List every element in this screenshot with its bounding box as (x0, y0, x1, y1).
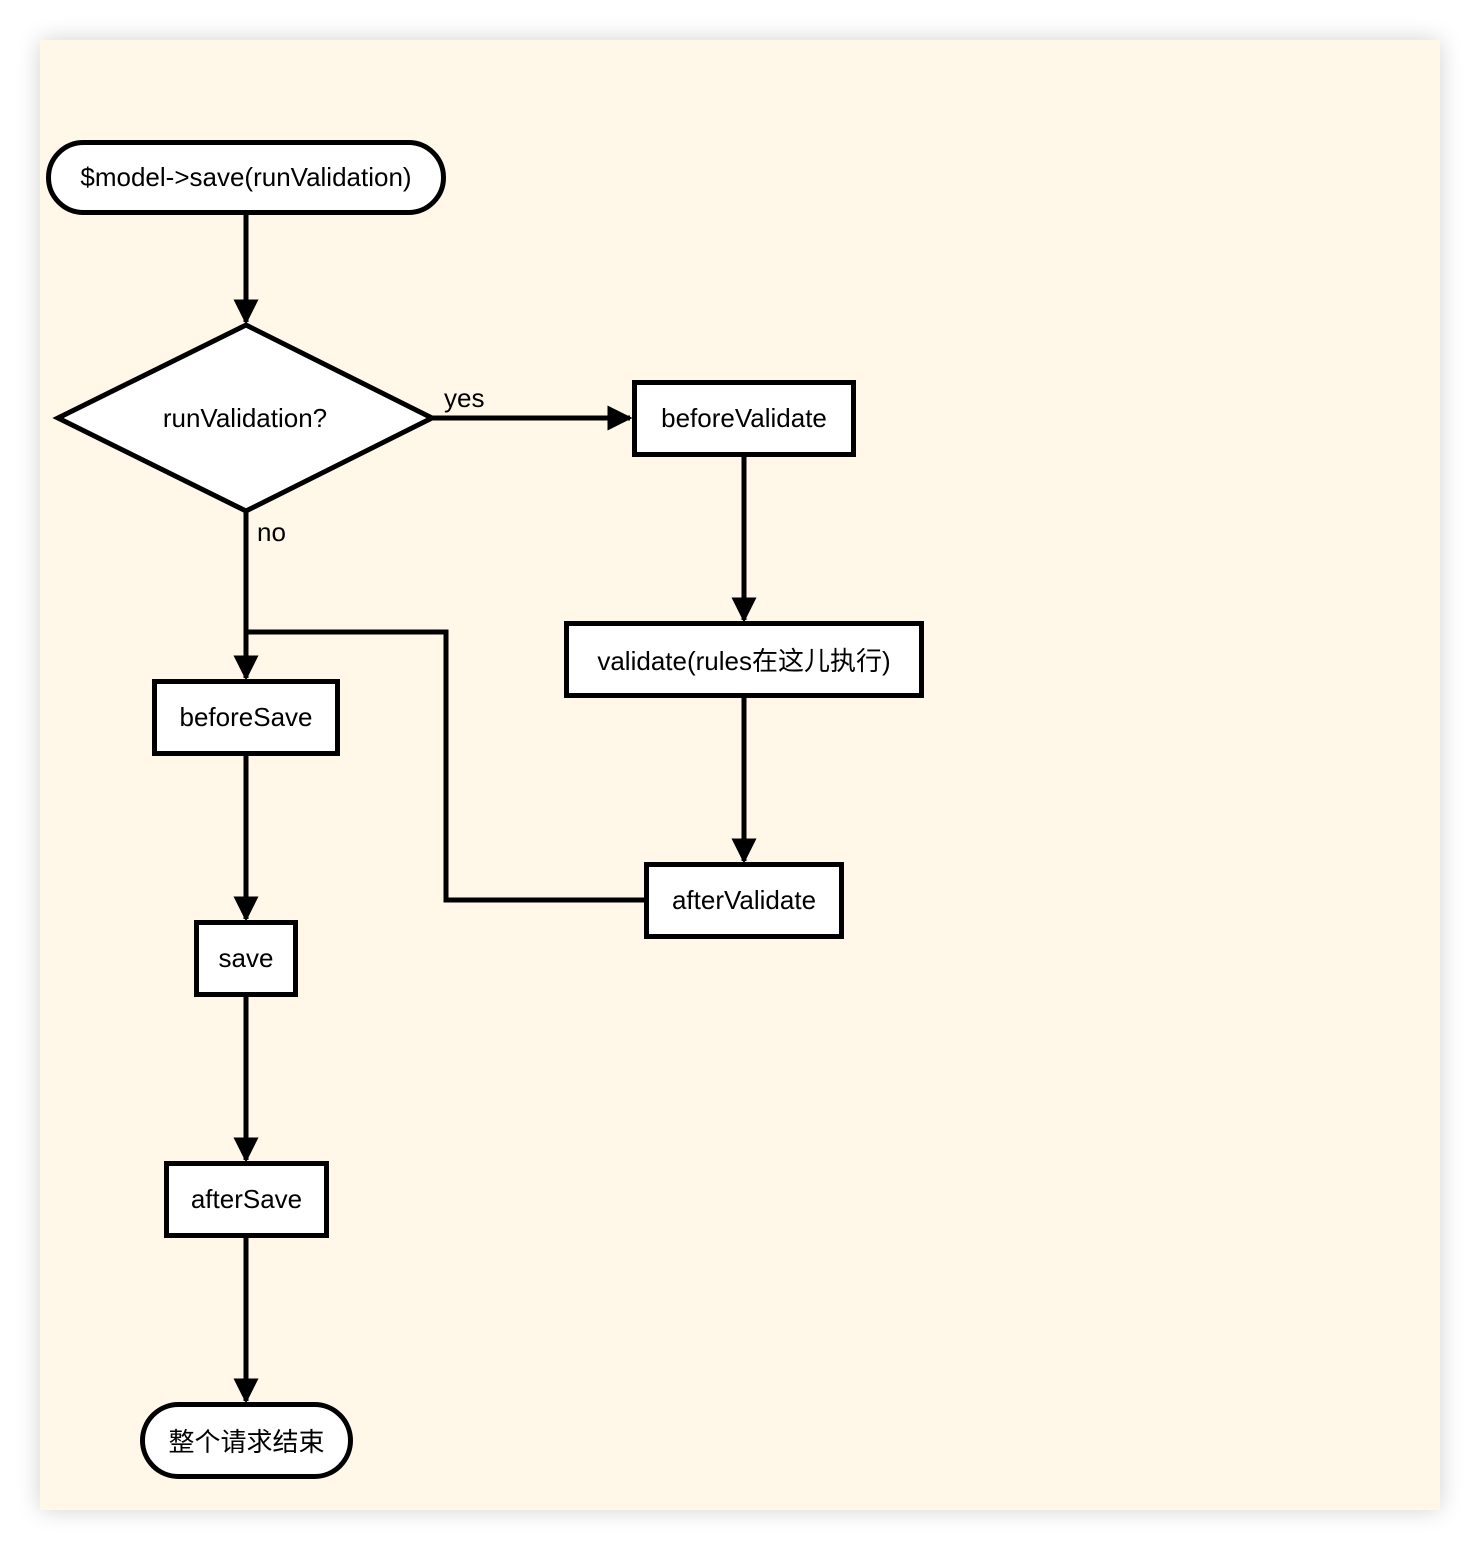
after-save-label: afterSave (190, 1184, 303, 1214)
save-box: save (194, 920, 298, 997)
before-save-box: beforeSave (152, 679, 340, 756)
start-terminal-label: $model->save(runValidation) (80, 162, 412, 192)
after-validate-box: afterValidate (644, 862, 844, 939)
save-label: save (218, 943, 274, 973)
before-validate-box: beforeValidate (632, 380, 856, 457)
before-save-label: beforeSave (179, 702, 313, 732)
decision-label: runValidation? (162, 402, 328, 433)
validate-box: validate(rules在这儿执行) (564, 621, 924, 698)
validate-label: validate(rules在这儿执行) (597, 646, 891, 676)
edge-after-validate-to-before-save (246, 629, 644, 903)
edge-label-yes: yes (444, 383, 485, 413)
end-terminal-label: 整个请求结束 (168, 1427, 325, 1457)
before-validate-label: beforeValidate (661, 403, 827, 433)
start-terminal: $model->save(runValidation) (46, 140, 446, 215)
edge-label-no: no (257, 517, 286, 547)
decision-diamond (52, 322, 438, 514)
after-save-box: afterSave (164, 1161, 329, 1238)
after-validate-label: afterValidate (671, 885, 817, 915)
end-terminal: 整个请求结束 (140, 1402, 353, 1479)
diagram-canvas (40, 40, 1440, 1510)
